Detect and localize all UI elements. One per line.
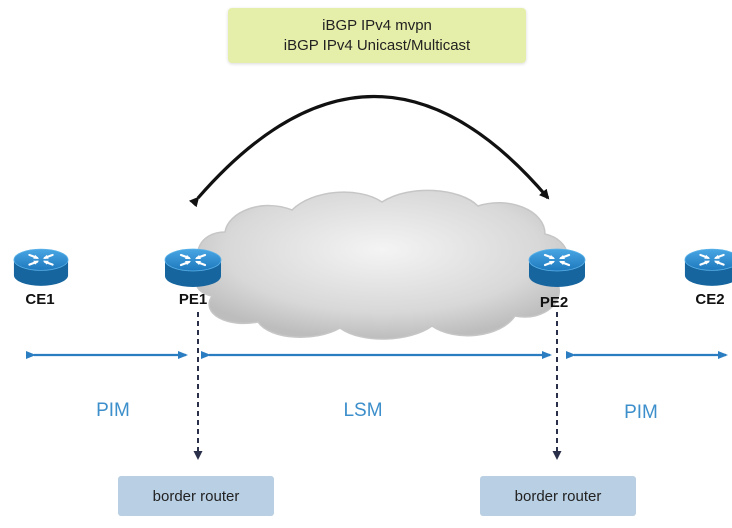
ce1-label: CE1 [25, 291, 55, 308]
router-icon-ce1[interactable] [12, 248, 70, 287]
border-router-left-label: border router [152, 487, 240, 505]
ibgp-unicast-label: iBGP IPv4 Unicast/Multicast [283, 36, 471, 54]
router-icon-pe2[interactable] [527, 247, 587, 289]
ibgp-session-box: iBGP IPv4 mvpn iBGP IPv4 Unicast/Multica… [228, 8, 526, 63]
router-icon-ce2[interactable] [683, 248, 732, 287]
ce2-label: CE2 [695, 291, 725, 308]
border-router-left[interactable]: border router [118, 476, 274, 516]
pe1-label: PE1 [178, 291, 208, 308]
pim-right-label: PIM [624, 402, 658, 423]
border-router-right-label: border router [514, 487, 602, 505]
cloud-icon [195, 189, 569, 340]
border-router-right[interactable]: border router [480, 476, 636, 516]
lsm-label: LSM [343, 400, 383, 421]
pe2-label: PE2 [539, 294, 569, 311]
ibgp-mvpn-label: iBGP IPv4 mvpn [322, 16, 432, 34]
router-icon-pe1[interactable] [163, 247, 223, 289]
ibgp-session-arrow [188, 94, 550, 208]
pim-left-label: PIM [96, 400, 130, 421]
